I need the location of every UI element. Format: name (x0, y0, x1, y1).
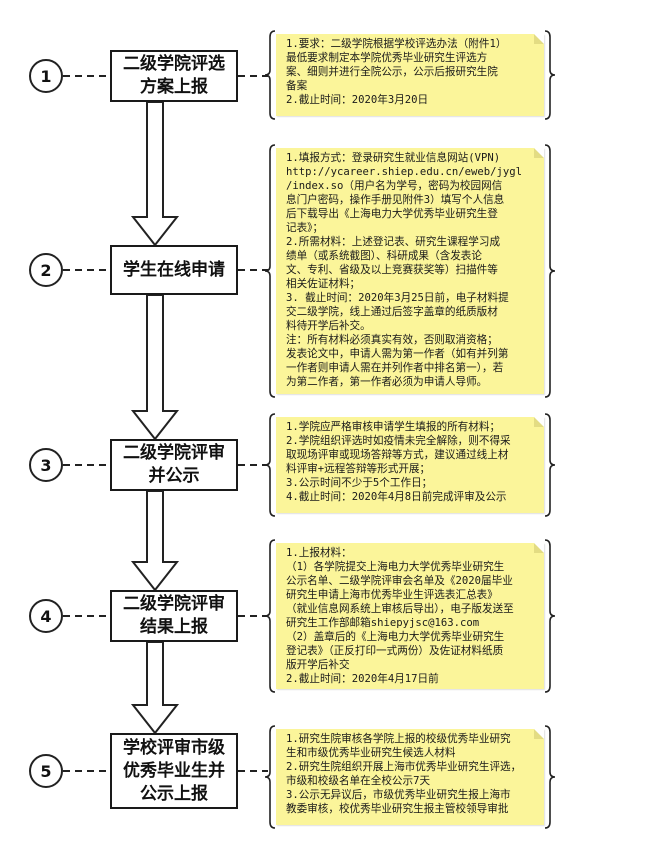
step-title: 学生在线申请 (123, 259, 225, 280)
step-number-3: 3 (29, 448, 63, 482)
step-note-2: 1.填报方式：登录研究生就业信息网站(VPN) http://ycareer.s… (276, 148, 544, 394)
dashed-connectors (63, 75, 268, 772)
step-number-4: 4 (29, 599, 63, 633)
right-brace-1 (544, 30, 556, 120)
left-brace-2 (264, 144, 276, 398)
step-box-4: 二级学院评审 结果上报 (110, 590, 238, 642)
down-arrow-4 (130, 641, 180, 735)
left-brace-5 (264, 725, 276, 829)
step-title: 学校评审市级 优秀毕业生并 公示上报 (123, 737, 225, 804)
step-box-5: 学校评审市级 优秀毕业生并 公示上报 (110, 733, 238, 809)
right-brace-2 (544, 144, 556, 398)
step-number-2: 2 (29, 253, 63, 287)
step-number-1: 1 (29, 59, 63, 93)
down-arrows (130, 101, 180, 735)
step-title: 二级学院评审 并公示 (123, 443, 225, 486)
right-brace-4 (544, 539, 556, 693)
step-title: 二级学院评审 结果上报 (123, 594, 225, 637)
right-brace-3 (544, 413, 556, 517)
step-note-1: 1.要求：二级学院根据学校评选办法（附件1） 最低要求制定本学院优秀毕业研究生评… (276, 34, 544, 116)
step-box-1: 二级学院评选 方案上报 (110, 50, 238, 102)
step-note-5: 1.研究生院审核各学院上报的校级优秀毕业研究 生和市级优秀毕业研究生候选人材料 … (276, 729, 544, 825)
step-box-2: 学生在线申请 (110, 245, 238, 295)
down-arrow-1 (130, 101, 180, 247)
left-brace-1 (264, 30, 276, 120)
step-note-3: 1.学院应严格审核申请学生填报的所有材料； 2.学院组织评选时如疫情未完全解除，… (276, 417, 544, 513)
left-brace-3 (264, 413, 276, 517)
down-arrow-3 (130, 490, 180, 592)
down-arrow-2 (130, 294, 180, 441)
right-brace-5 (544, 725, 556, 829)
step-note-4: 1.上报材料： （1）各学院提交上海电力大学优秀毕业研究生 公示名单、二级学院评… (276, 543, 544, 689)
left-brace-4 (264, 539, 276, 693)
note-braces (264, 30, 556, 829)
step-title: 二级学院评选 方案上报 (123, 54, 225, 97)
step-number-5: 5 (29, 754, 63, 788)
step-box-3: 二级学院评审 并公示 (110, 439, 238, 491)
